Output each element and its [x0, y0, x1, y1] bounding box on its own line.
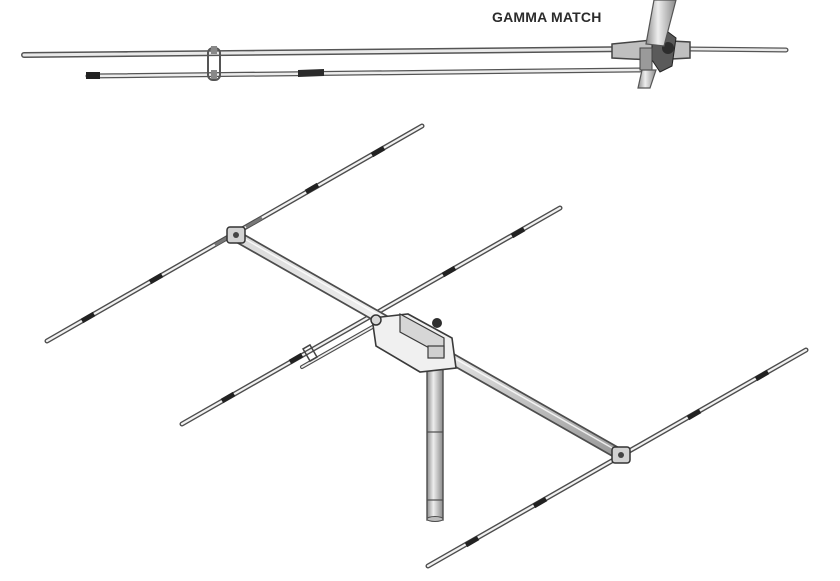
detail-driven-element [21, 46, 789, 58]
gamma-rod-end-cap [86, 72, 100, 79]
gamma-rod-sleeve [298, 69, 324, 77]
gamma-match-label: GAMMA MATCH [492, 9, 602, 25]
front-element-clamp [611, 446, 631, 464]
gamma-match-detail [21, 0, 789, 89]
detail-gamma-rod [85, 67, 643, 79]
detail-shorting-strap [207, 46, 221, 81]
boom-to-mast-bracket [370, 312, 457, 373]
rear-element-clamp [226, 226, 246, 244]
bracket-bolt [432, 318, 442, 328]
mast [426, 351, 444, 522]
gamma-rod [300, 323, 378, 369]
detail-boom [637, 0, 677, 89]
